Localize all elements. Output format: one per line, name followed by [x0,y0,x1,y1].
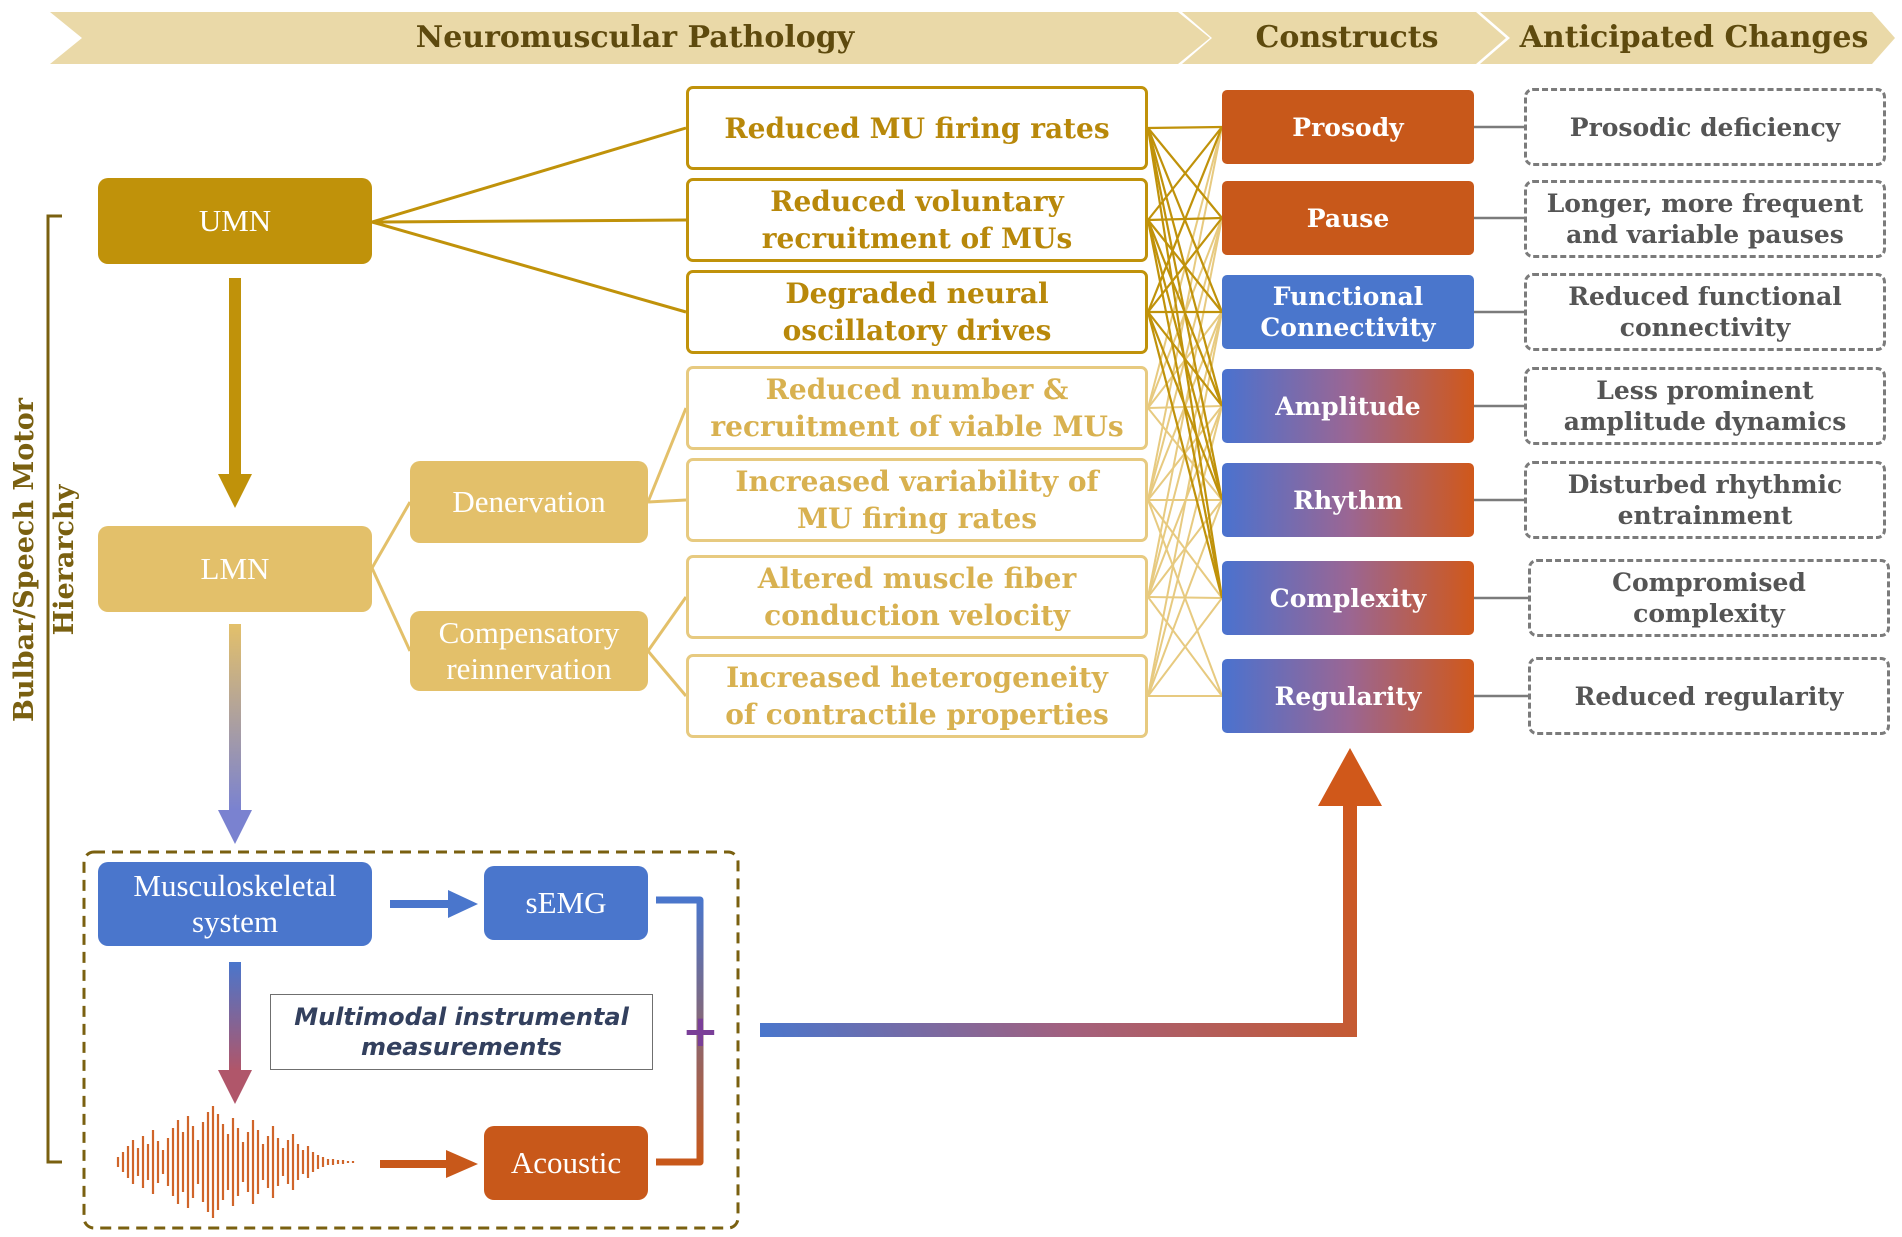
banner-constructs-shape [1182,12,1506,64]
semg-node: sEMG [484,866,648,940]
construct-label-amplitude: Amplitude [1275,391,1421,421]
lmn-label: LMN [200,551,270,586]
acoustic-node: Acoustic [484,1126,648,1200]
change-label-complexity: Compromised complexity [1612,568,1806,628]
construct-label-rhythm: Rhythm [1293,485,1403,515]
output-arrow [760,800,1357,1037]
change-functional-connectivity: Reduced functional connectivity [1524,273,1886,351]
umn-connectors [371,126,687,314]
banner-changes-shape [1480,12,1895,64]
semg-label: sEMG [525,885,607,920]
lmn-connectors [370,407,688,697]
acoustic-label: Acoustic [510,1145,622,1180]
umn-label: UMN [198,203,272,238]
construct-label-functional-connectivity: Functional Connectivity [1260,282,1436,342]
construct-complexity: Complexity [1222,561,1474,635]
measurements-label: Multimodal instrumental measurements [294,1003,629,1061]
acoustic-waveform [116,1106,355,1218]
umn-to-lmn-arrow [218,278,252,508]
construct-prosody: Prosody [1222,90,1474,164]
measurement-frame [82,850,740,1230]
mechanism-label-1: Reduced MU firing rates [724,111,1110,145]
construct-regularity: Regularity [1222,659,1474,733]
reinnervation-node: Compensatory reinnervation [410,611,648,691]
construct-label-complexity: Complexity [1269,583,1427,613]
denervation-label: Denervation [452,484,606,519]
umn-node: UMN [98,178,372,264]
construct-label-pause: Pause [1306,203,1390,233]
construct-functional-connectivity: Functional Connectivity [1222,275,1474,349]
musculoskeletal-label: Musculoskeletal system [133,868,337,939]
change-label-rhythm: Disturbed rhythmic entrainment [1567,470,1843,530]
plus-icon: + [682,1006,719,1057]
msk-to-semg-arrow [390,890,478,918]
construct-rhythm: Rhythm [1222,463,1474,537]
hierarchy-label: Bulbar/Speech Motor Hierarchy [9,398,80,722]
banner-pathology-shape [50,12,1210,64]
mechanism-box-6: Altered muscle fiber conduction velocity [686,555,1148,639]
hierarchy-bracket [46,214,62,1164]
change-prosody: Prosodic deficiency [1524,88,1886,166]
change-label-amplitude: Less prominent amplitude dynamics [1563,376,1847,436]
change-complexity: Compromised complexity [1528,559,1890,637]
output-arrow-head [1318,748,1382,806]
mechanism-box-4: Reduced number & recruitment of viable M… [686,366,1148,450]
musculoskeletal-node: Musculoskeletal system [98,862,372,946]
lmn-node: LMN [98,526,372,612]
denervation-node: Denervation [410,461,648,543]
change-amplitude: Less prominent amplitude dynamics [1524,367,1886,445]
lmn-to-msk-arrow [218,624,252,844]
change-rhythm: Disturbed rhythmic entrainment [1524,461,1886,539]
banner-changes: Anticipated Changes [1519,20,1869,55]
construct-label-regularity: Regularity [1274,681,1422,711]
mechanism-box-5: Increased variability of MU firing rates [686,458,1148,542]
mechanism-label-5: Increased variability of MU firing rates [735,465,1099,535]
construct-amplitude: Amplitude [1222,369,1474,443]
mechanism-box-2: Reduced voluntary recruitment of MUs [686,178,1148,262]
mechanism-label-3: Degraded neural oscillatory drives [782,277,1052,347]
reinnervation-label: Compensatory reinnervation [438,615,620,686]
banner-constructs: Constructs [1255,20,1439,55]
mechanism-box-1: Reduced MU firing rates [686,86,1148,170]
msk-to-waveform-arrow [218,962,252,1104]
mechanism-label-7: Increased heterogeneity of contractile p… [725,661,1109,731]
change-label-regularity: Reduced regularity [1574,681,1844,711]
construct-label-prosody: Prosody [1292,112,1404,142]
measurements-caption: Multimodal instrumental measurements [270,994,653,1070]
change-regularity: Reduced regularity [1528,657,1890,735]
change-connectors [1474,125,1528,698]
combine-bracket [656,896,704,1166]
mechanism-box-3: Degraded neural oscillatory drives [686,270,1148,354]
banner-pathology: Neuromuscular Pathology [415,20,855,55]
waveform-to-acoustic-arrow [380,1150,478,1178]
construct-pause: Pause [1222,181,1474,255]
change-pause: Longer, more frequent and variable pause… [1524,180,1886,258]
mechanism-label-4: Reduced number & recruitment of viable M… [710,373,1124,443]
change-label-functional-connectivity: Reduced functional connectivity [1568,282,1842,342]
construct-connectors-dark [1146,125,1224,599]
mechanism-label-2: Reduced voluntary recruitment of MUs [761,185,1073,255]
mechanism-label-6: Altered muscle fiber conduction velocity [757,562,1077,632]
change-label-pause: Longer, more frequent and variable pause… [1546,189,1864,249]
change-label-prosody: Prosodic deficiency [1569,112,1841,142]
mechanism-box-7: Increased heterogeneity of contractile p… [686,654,1148,738]
